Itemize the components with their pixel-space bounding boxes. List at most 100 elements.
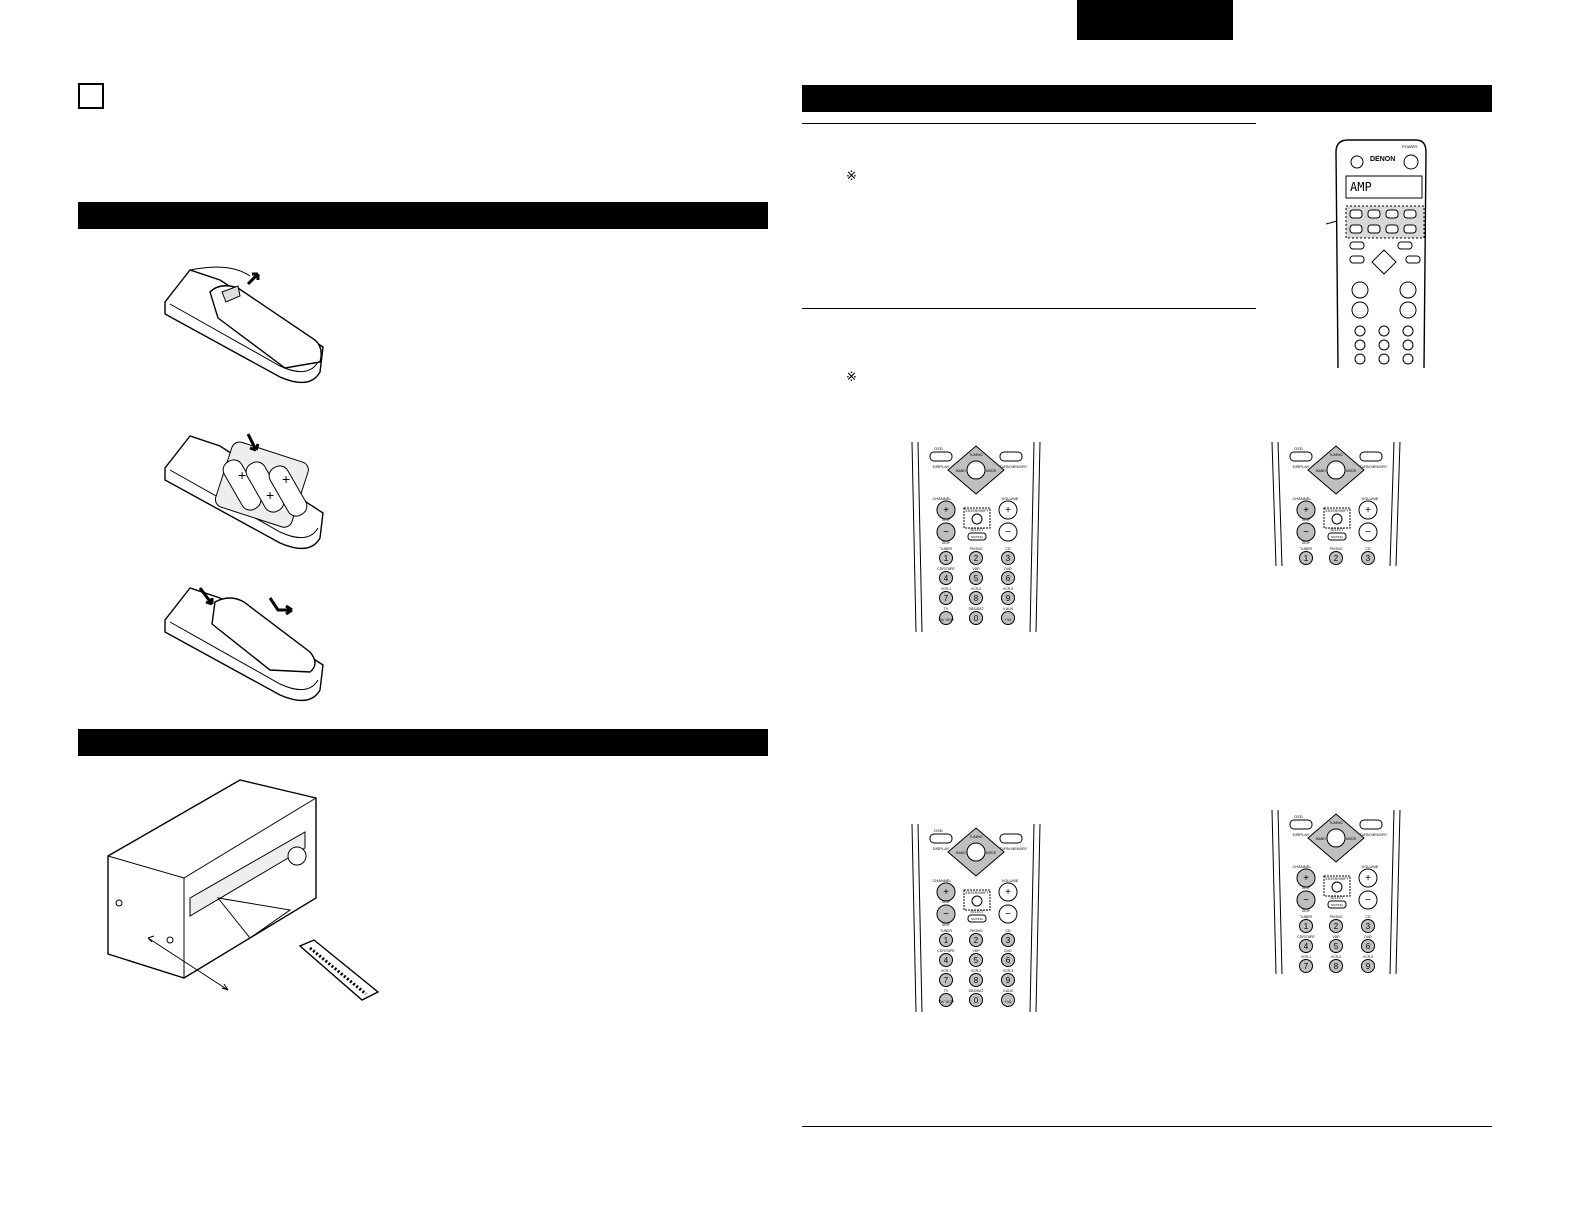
key-label-1-2: DVD xyxy=(1364,935,1372,939)
number-key xyxy=(939,571,953,585)
enter-label: ENTER/SHIFT xyxy=(1326,509,1350,513)
skip-label-2: SKIP xyxy=(942,541,951,545)
return-button xyxy=(1359,819,1383,830)
tuning-label: TUNING xyxy=(969,453,983,457)
muting-button xyxy=(1327,532,1347,541)
number-key-glyph: +10 xyxy=(1005,617,1013,622)
channel-up-button xyxy=(1296,868,1316,888)
tuning-label: TUNING xyxy=(969,835,983,839)
battery-step-3-illustration xyxy=(164,587,324,702)
number-key-glyph: 2 xyxy=(974,554,979,563)
number-key xyxy=(1001,953,1015,967)
select-label: SELECT xyxy=(1330,528,1344,532)
band-label: BAND xyxy=(1316,837,1326,841)
number-key xyxy=(939,973,953,987)
volume-label: VOLUME xyxy=(1002,496,1019,501)
number-key xyxy=(1361,939,1375,953)
mode-label: MODE xyxy=(986,469,997,473)
osd-label: OSD xyxy=(1294,446,1303,451)
volume-up-button xyxy=(1358,868,1378,888)
battery-step-1-illustration xyxy=(164,266,324,384)
number-key-glyph: 5 xyxy=(974,574,979,583)
number-key-glyph: 2 xyxy=(1334,554,1339,563)
key-label-2-0: VCR-1 xyxy=(941,969,952,973)
osd-label: OSD xyxy=(1294,814,1303,819)
number-key-glyph: 1 xyxy=(1304,922,1309,931)
muting-button xyxy=(967,532,987,541)
channel-up-glyph: + xyxy=(1303,873,1309,884)
number-key xyxy=(939,611,953,625)
svg-text:+: + xyxy=(266,487,274,503)
channel-down-glyph: − xyxy=(943,909,949,920)
key-label-3-1: DBS/SAT xyxy=(969,607,985,611)
volume-down-glyph: − xyxy=(1005,527,1011,538)
number-key xyxy=(1001,933,1015,947)
enter-label: ENTER/SHIFT xyxy=(1326,877,1350,881)
muting-label: MUTING xyxy=(971,535,983,539)
display-label: DISPLAY xyxy=(933,846,950,851)
channel-label: CHANNEL xyxy=(932,496,952,501)
key-label-0-2: CD xyxy=(1005,929,1011,933)
key-label-1-0: CDR/TAPE xyxy=(937,567,955,571)
key-label-2-2: VCR-3 xyxy=(1363,955,1374,959)
operating-section-bar xyxy=(802,85,1492,112)
key-label-0-0: TUNER xyxy=(940,547,953,551)
checkbox xyxy=(78,83,104,109)
number-key xyxy=(1329,919,1343,933)
number-key-glyph: 3 xyxy=(1366,922,1371,931)
channel-up-button xyxy=(1296,500,1316,520)
number-key-glyph: 2 xyxy=(1334,922,1339,931)
number-key xyxy=(1329,551,1343,565)
channel-up-glyph: + xyxy=(943,887,949,898)
number-key xyxy=(939,551,953,565)
number-key xyxy=(1299,959,1313,973)
volume-up-button xyxy=(1358,500,1378,520)
osd-button xyxy=(929,833,953,844)
muting-label: MUTING xyxy=(971,917,983,921)
enter-button xyxy=(971,513,983,525)
volume-up-glyph: + xyxy=(1005,505,1011,516)
remote-display: AMP xyxy=(1350,180,1372,194)
band-label: BAND xyxy=(1316,469,1326,473)
number-key-glyph: 1 xyxy=(1304,554,1309,563)
skip-label-2: SKIP xyxy=(1302,909,1311,913)
remote-overview: DENON POWER AMP xyxy=(1326,138,1434,368)
mode-label: MODE xyxy=(1346,837,1357,841)
muting-button xyxy=(1327,900,1347,909)
number-key xyxy=(939,953,953,967)
number-key xyxy=(1299,939,1313,953)
number-key-glyph: 4 xyxy=(944,574,949,583)
language-tab xyxy=(1077,0,1233,40)
key-label-0-2: CD xyxy=(1365,915,1371,919)
return-label: RETURN/ MEMORY xyxy=(1355,465,1388,469)
rule-2 xyxy=(802,308,1256,309)
mode-label: MODE xyxy=(986,851,997,855)
channel-up-button xyxy=(936,500,956,520)
muting-label: MUTING xyxy=(1331,903,1343,907)
channel-down-glyph: − xyxy=(943,527,949,538)
key-label-2-1: VCR-2 xyxy=(971,587,982,591)
number-key-glyph: 4 xyxy=(944,956,949,965)
channel-up-glyph: + xyxy=(1303,505,1309,516)
channel-down-button xyxy=(936,904,956,924)
number-key xyxy=(969,611,983,625)
channel-down-button xyxy=(1296,522,1316,542)
enter-button xyxy=(1331,881,1343,893)
rule-1 xyxy=(802,123,1256,124)
svg-text:+: + xyxy=(238,467,246,483)
range-section-bar xyxy=(78,729,768,756)
skip-label-2: SKIP xyxy=(942,923,951,927)
channel-up-glyph: + xyxy=(943,505,949,516)
return-label: RETURN/ MEMORY xyxy=(995,465,1028,469)
enter-button xyxy=(971,895,983,907)
key-label-2-1: VCR-2 xyxy=(1331,955,1342,959)
skip-label-1: SKIP xyxy=(1302,518,1311,522)
volume-label: VOLUME xyxy=(1362,864,1379,869)
return-button xyxy=(999,833,1023,844)
volume-down-glyph: − xyxy=(1365,527,1371,538)
number-key xyxy=(939,933,953,947)
number-key-glyph: 5 xyxy=(974,956,979,965)
receiver-range-illustration xyxy=(107,779,380,1001)
